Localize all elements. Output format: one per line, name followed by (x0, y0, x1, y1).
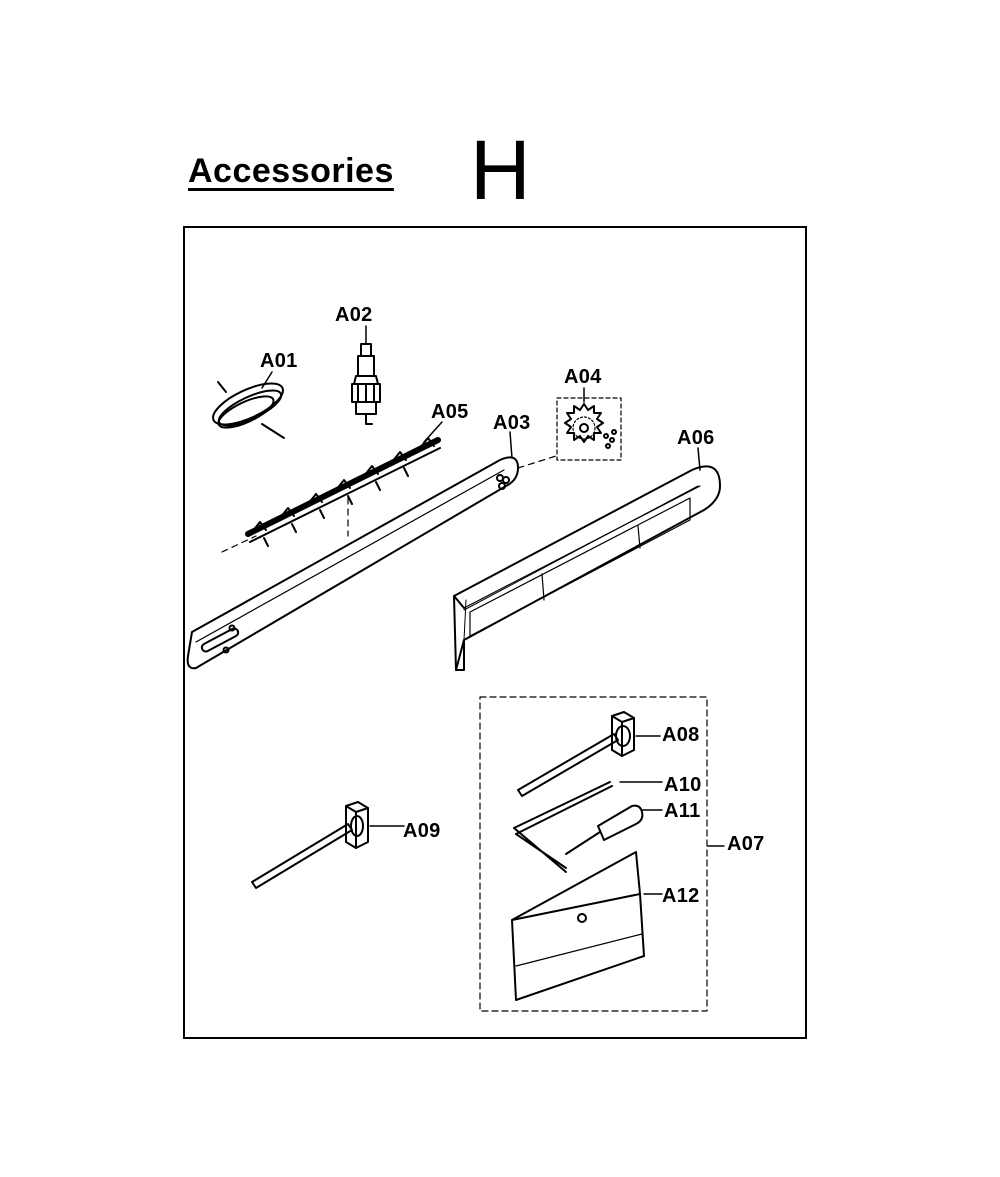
bar-cover-icon (453, 465, 721, 671)
label-a02: A02 (335, 304, 373, 326)
diagram-frame (183, 226, 807, 1039)
label-a03: A03 (493, 412, 531, 434)
label-a04: A04 (564, 366, 602, 388)
label-a12: A12 (662, 885, 700, 907)
combination-wrench-icon (517, 711, 635, 797)
leader-a06 (697, 447, 701, 471)
hex-key-icon (513, 781, 613, 873)
tool-pouch-icon (511, 851, 645, 1001)
label-a11: A11 (664, 800, 701, 822)
label-a10: A10 (664, 774, 702, 796)
screwdriver-icon (565, 804, 644, 855)
label-a08: A08 (662, 724, 700, 746)
section-letter: H (470, 123, 531, 217)
saw-chain-icon (245, 437, 441, 547)
trimmer-line-icon (212, 381, 285, 439)
page-title: Accessories (188, 152, 394, 190)
sprocket-kit-box (556, 397, 622, 461)
label-a05: A05 (431, 401, 469, 423)
leader-a01 (261, 371, 273, 389)
label-a06: A06 (677, 427, 715, 449)
sprocket-icon (564, 403, 617, 449)
spark-plug-icon (351, 343, 381, 425)
label-a07: A07 (727, 833, 765, 855)
leader-a03 (509, 431, 513, 459)
tool-kit-box (479, 696, 708, 1012)
label-a01: A01 (260, 350, 298, 372)
label-a09: A09 (403, 820, 441, 842)
spark-plug-wrench-icon (251, 801, 369, 889)
leader-a05 (423, 421, 443, 443)
